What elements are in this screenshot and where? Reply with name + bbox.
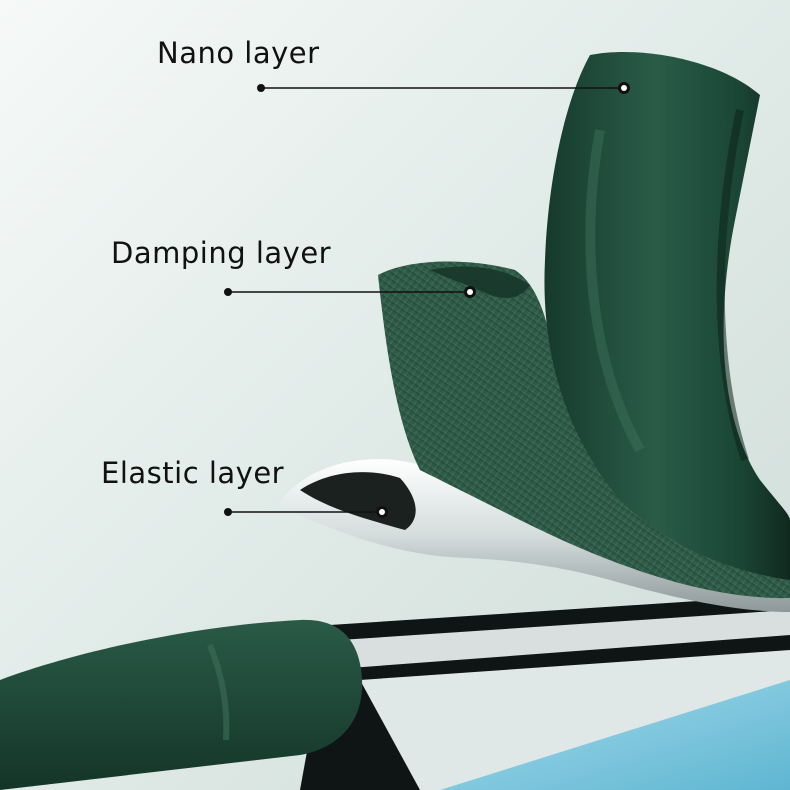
pointer-damping [224, 286, 476, 298]
pointer-elastic [224, 506, 388, 518]
label-damping-layer: Damping layer [111, 236, 332, 270]
pointer-nano [257, 82, 630, 94]
label-nano-layer: Nano layer [157, 36, 320, 70]
label-elastic-layer: Elastic layer [101, 456, 285, 490]
